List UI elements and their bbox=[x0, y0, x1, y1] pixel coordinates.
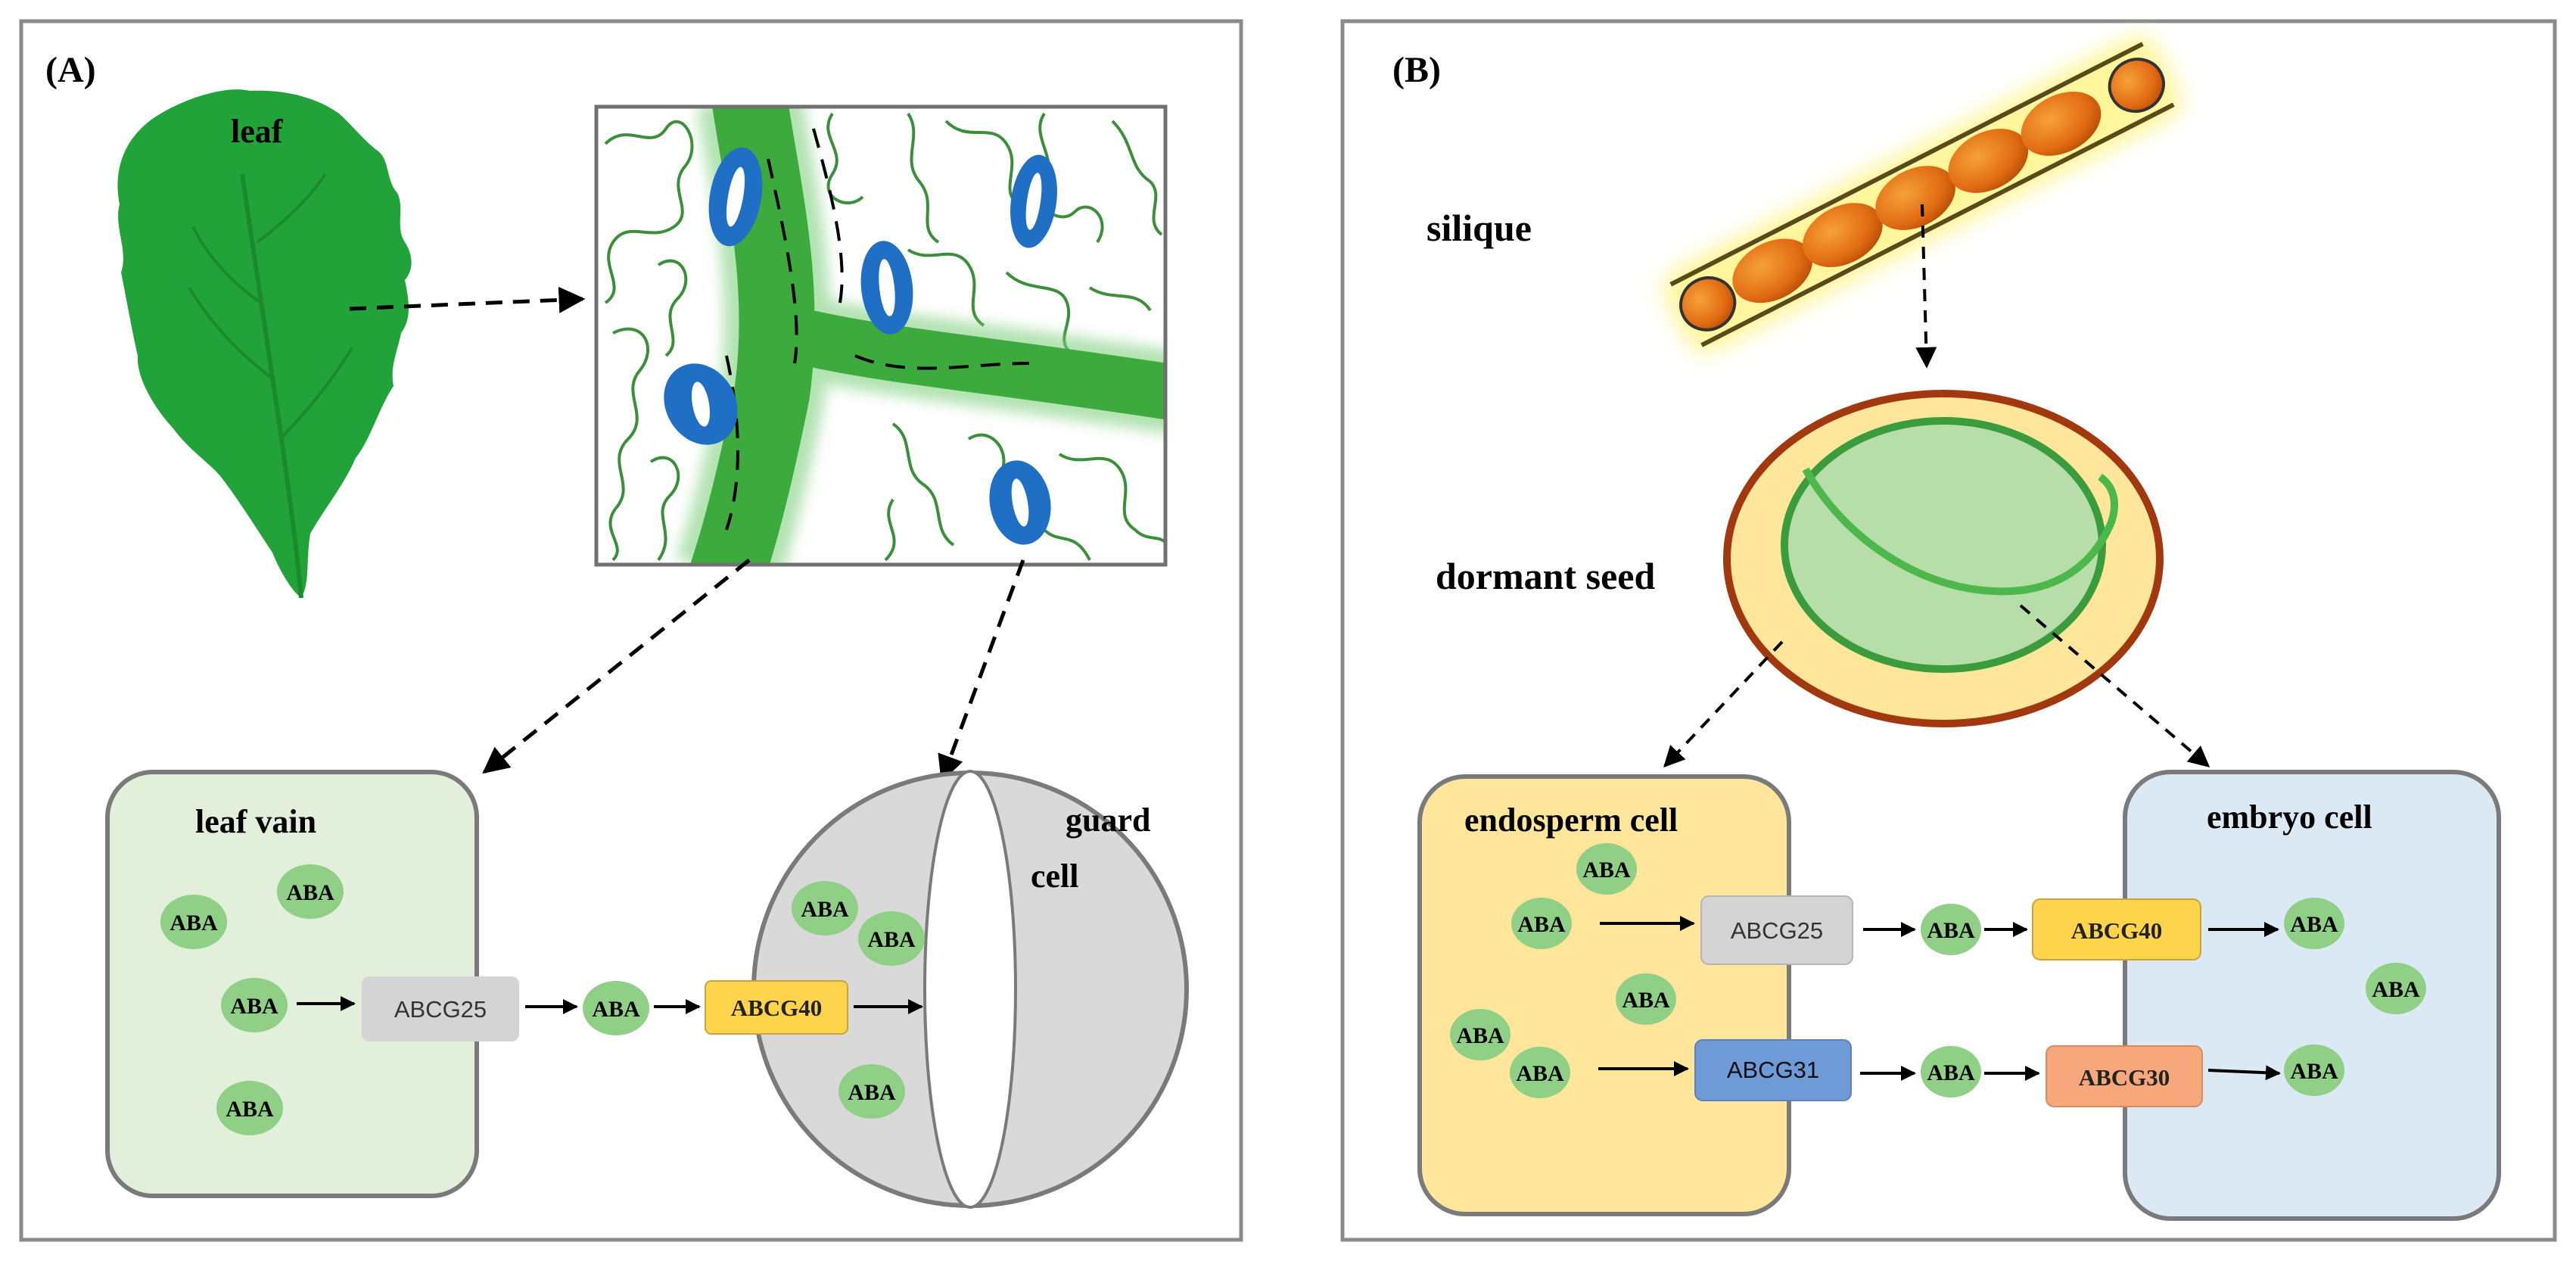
svg-text:ABA: ABA bbox=[2372, 977, 2420, 1002]
panel-a-label: (A) bbox=[45, 50, 96, 90]
svg-text:ABCG25: ABCG25 bbox=[1731, 917, 1823, 944]
svg-text:ABA: ABA bbox=[170, 911, 218, 936]
svg-text:ABA: ABA bbox=[592, 997, 640, 1022]
dormant-seed-icon bbox=[1723, 390, 2164, 727]
svg-text:ABCG40: ABCG40 bbox=[731, 995, 823, 1021]
svg-text:ABCG30: ABCG30 bbox=[2079, 1064, 2170, 1091]
dormant-seed-label: dormant seed bbox=[1436, 555, 1655, 597]
aba-molecule: ABA bbox=[160, 895, 227, 949]
leaf-label: leaf bbox=[231, 113, 284, 150]
flow-arrow bbox=[2207, 1065, 2281, 1081]
svg-text:ABA: ABA bbox=[1927, 918, 1975, 943]
leaf-surface-micrograph bbox=[594, 104, 1168, 567]
leaf-icon bbox=[117, 89, 412, 599]
svg-text:ABCG40: ABCG40 bbox=[2071, 917, 2163, 944]
aba-molecule: ABA bbox=[858, 911, 925, 966]
aba-molecule: ABA bbox=[2284, 898, 2344, 949]
svg-text:ABA: ABA bbox=[2290, 912, 2338, 937]
endosperm-cell-label: endosperm cell bbox=[1464, 802, 1678, 839]
stomata-to-guard-arrow bbox=[938, 559, 1025, 783]
svg-text:ABA: ABA bbox=[1517, 912, 1566, 937]
leaf-to-micro-arrow bbox=[349, 286, 586, 313]
aba-molecule: ABA bbox=[2366, 963, 2426, 1014]
aba-molecule: ABA bbox=[1921, 1046, 1981, 1097]
svg-text:ABA: ABA bbox=[226, 1097, 274, 1122]
svg-text:ABA: ABA bbox=[2290, 1059, 2338, 1084]
seed-to-endosperm-arrow bbox=[1663, 640, 1784, 768]
aba-molecule: ABA bbox=[1576, 843, 1637, 895]
leaf-vein-cell-label: leaf vain bbox=[195, 803, 316, 840]
svg-text:ABA: ABA bbox=[867, 927, 916, 952]
aba-molecule: ABA bbox=[2284, 1045, 2344, 1096]
embryo-cell bbox=[2123, 770, 2501, 1221]
aba-molecule: ABA bbox=[792, 881, 858, 936]
aba-molecule: ABA bbox=[277, 864, 344, 919]
svg-text:ABCG31: ABCG31 bbox=[1727, 1057, 1819, 1083]
aba-molecule: ABA bbox=[221, 978, 288, 1032]
stomata-icons bbox=[664, 147, 1057, 545]
abcg40-transporter: ABCG40 bbox=[2032, 898, 2201, 960]
svg-text:ABA: ABA bbox=[1927, 1060, 1975, 1085]
svg-text:ABA: ABA bbox=[1622, 988, 1670, 1013]
abcg31-transporter: ABCG31 bbox=[1694, 1039, 1852, 1101]
aba-molecule: ABA bbox=[1450, 1009, 1510, 1060]
aba-molecule: ABA bbox=[1921, 904, 1981, 955]
aba-molecule: ABA bbox=[1511, 898, 1572, 949]
abcg30-transporter: ABCG30 bbox=[2046, 1045, 2203, 1107]
abcg25-transporter: ABCG25 bbox=[1700, 895, 1853, 965]
panel-a: (A) leaf bbox=[19, 19, 1243, 1242]
svg-text:ABA: ABA bbox=[286, 880, 334, 905]
aba-molecule: ABA bbox=[216, 1081, 283, 1135]
aba-molecule: ABA bbox=[583, 981, 649, 1035]
panel-b-label: (B) bbox=[1392, 50, 1441, 90]
svg-text:ABCG25: ABCG25 bbox=[394, 996, 487, 1023]
aba-molecule: ABA bbox=[838, 1064, 905, 1119]
svg-text:ABA: ABA bbox=[1456, 1023, 1504, 1048]
guard-cell-label: guard bbox=[1066, 802, 1150, 839]
silique-icon bbox=[1663, 36, 2182, 353]
vein-to-cell-arrow bbox=[482, 559, 751, 774]
svg-text:ABA: ABA bbox=[848, 1080, 896, 1105]
embryo-cell-label: embryo cell bbox=[2207, 799, 2372, 836]
svg-text:ABA: ABA bbox=[1582, 858, 1631, 883]
svg-text:ABA: ABA bbox=[230, 994, 278, 1019]
svg-text:ABA: ABA bbox=[801, 897, 849, 922]
endosperm-cell bbox=[1417, 774, 1791, 1216]
guard-cell-label-2: cell bbox=[1031, 858, 1079, 895]
aba-molecule: ABA bbox=[1616, 973, 1676, 1025]
silique-to-seed-arrow bbox=[1915, 204, 1937, 369]
abcg25-transporter: ABCG25 bbox=[362, 976, 519, 1041]
aba-molecule: ABA bbox=[1510, 1047, 1570, 1098]
abcg40-transporter: ABCG40 bbox=[705, 980, 848, 1035]
panel-b: (B) silique dormant see bbox=[1340, 19, 2557, 1242]
silique-label: silique bbox=[1426, 207, 1532, 249]
svg-text:ABA: ABA bbox=[1516, 1061, 1564, 1086]
